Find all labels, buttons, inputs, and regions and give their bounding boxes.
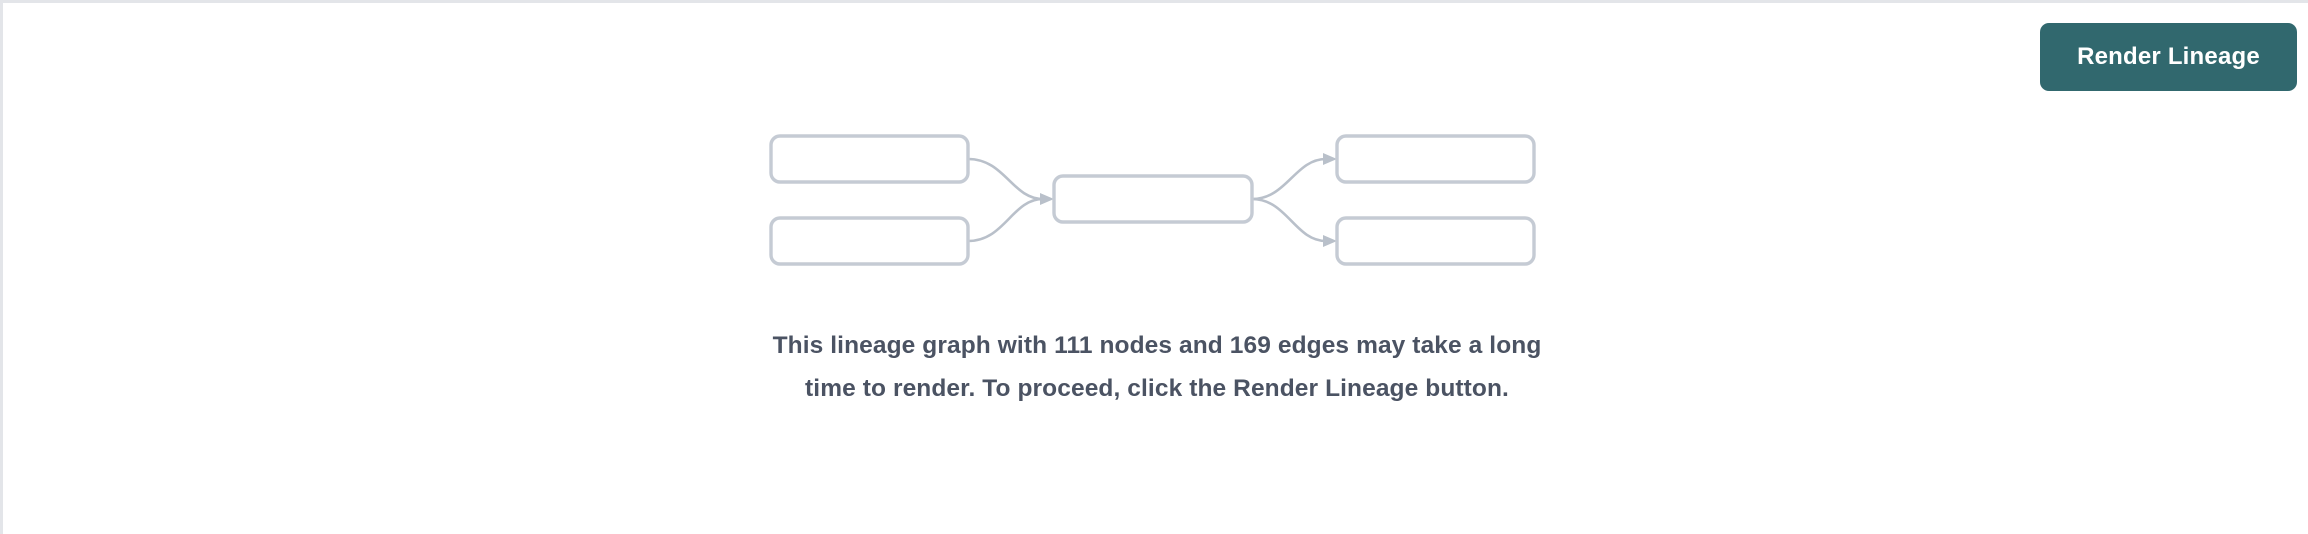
- node-group: [769, 134, 1536, 266]
- graph-node-downstream-1: [1335, 134, 1536, 184]
- graph-node-downstream-2: [1335, 216, 1536, 266]
- graph-node-focus: [1052, 174, 1254, 224]
- graph-node-upstream-2: [769, 216, 970, 266]
- edge-group-upstream: [966, 157, 1045, 243]
- lineage-warning-message: This lineage graph with 111 nodes and 16…: [772, 332, 1542, 402]
- lineage-graph-illustration: [769, 134, 1536, 266]
- arrowhead-group-downstream: [1323, 153, 1337, 247]
- arrowhead-group-upstream: [1040, 193, 1054, 205]
- arrowhead-into-focus: [1040, 193, 1054, 205]
- render-lineage-button[interactable]: Render Lineage: [2040, 23, 2297, 91]
- arrowhead-into-downstream-1: [1323, 153, 1337, 165]
- edge-upstream-2: [966, 197, 1045, 243]
- edge-group-downstream: [1250, 157, 1328, 243]
- arrowhead-into-downstream-2: [1323, 235, 1337, 247]
- edge-downstream-2: [1250, 197, 1328, 243]
- edge-downstream-1: [1250, 157, 1328, 201]
- lineage-empty-state: This lineage graph with 111 nodes and 16…: [3, 3, 2308, 534]
- edge-upstream-1: [966, 157, 1045, 201]
- graph-node-upstream-1: [769, 134, 970, 184]
